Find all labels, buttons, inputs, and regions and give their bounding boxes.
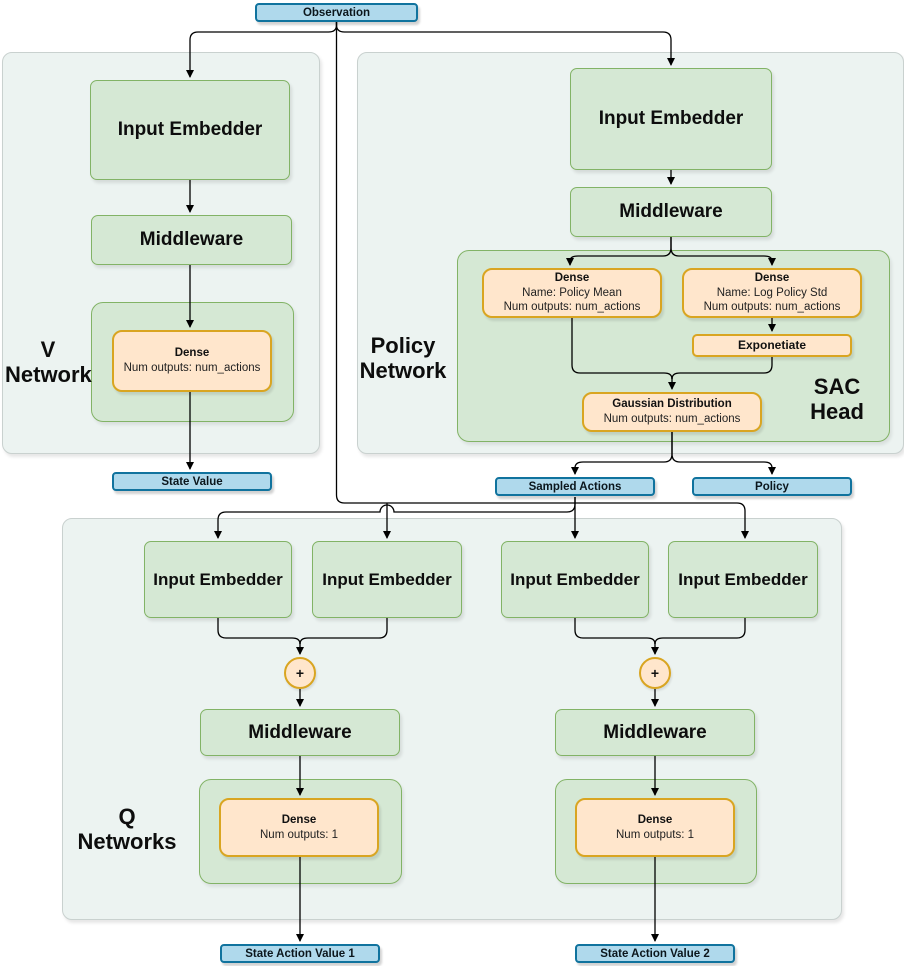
q1-input-embedder-b-node: Input Embedder [312,541,462,618]
policy-output-node: Policy [692,477,852,496]
q2-plus-icon: + [650,665,660,681]
gaussian-distribution-node: Gaussian Distribution Num outputs: num_a… [582,392,762,432]
q2-input-embedder-a-node: Input Embedder [501,541,649,618]
exponentiate-label: Exponetiate [737,337,806,352]
q1-input-embedder-b-label: Input Embedder [322,569,452,589]
q2-dense-node: Dense Num outputs: 1 [575,798,735,857]
v-dense-node: Dense Num outputs: num_actions [112,330,272,392]
q1-middleware-node: Middleware [200,709,400,756]
v-dense-detail: Num outputs: num_actions [123,362,261,374]
state-action-value-2-node: State Action Value 2 [575,944,735,963]
dense-policy-mean-name: Name: Policy Mean [522,286,622,299]
q2-middleware-label: Middleware [603,721,707,743]
q-networks-title: Q Networks [77,804,177,855]
q1-dense-node: Dense Num outputs: 1 [219,798,379,857]
state-action-value-2-label: State Action Value 2 [600,947,710,960]
state-value-label: State Value [161,475,223,488]
policy-output-label: Policy [755,480,789,493]
q1-middleware-label: Middleware [248,721,352,743]
dense-policy-mean-node: Dense Name: Policy Mean Num outputs: num… [482,268,662,318]
dense-log-policy-std-outputs: Num outputs: num_actions [703,301,841,314]
sac-head-title: SAC Head [810,374,864,425]
q2-input-embedder-b-label: Input Embedder [678,569,808,589]
dense-log-policy-std-name: Name: Log Policy Std [716,286,828,299]
v-network-title: V Network [5,337,92,388]
observation-label: Observation [302,6,371,19]
q1-dense-detail: Num outputs: 1 [260,828,338,841]
q2-dense-detail: Num outputs: 1 [616,828,694,841]
p-input-embedder-node: Input Embedder [570,68,772,170]
dense-log-policy-std-node: Dense Name: Log Policy Std Num outputs: … [682,268,862,318]
q2-dense-title: Dense [637,813,673,826]
dense-policy-mean-title: Dense [554,271,590,284]
state-action-value-1-label: State Action Value 1 [245,947,355,960]
q1-input-embedder-a-node: Input Embedder [144,541,292,618]
v-dense-title: Dense [174,347,210,360]
gaussian-detail: Num outputs: num_actions [603,413,741,425]
exponentiate-node: Exponetiate [692,334,852,357]
state-action-value-1-node: State Action Value 1 [220,944,380,963]
v-input-embedder-label: Input Embedder [117,119,263,140]
q2-middleware-node: Middleware [555,709,755,756]
v-middleware-label: Middleware [139,229,244,250]
q1-input-embedder-a-label: Input Embedder [153,569,283,589]
q1-dense-title: Dense [281,813,317,826]
observation-node: Observation [255,3,418,22]
p-middleware-node: Middleware [570,187,772,237]
q2-input-embedder-a-label: Input Embedder [510,569,640,589]
v-middleware-node: Middleware [91,215,292,265]
sampled-actions-node: Sampled Actions [495,477,655,496]
sampled-actions-label: Sampled Actions [528,480,622,493]
q2-sum-node: + [639,657,671,689]
p-input-embedder-label: Input Embedder [598,108,744,129]
q2-input-embedder-b-node: Input Embedder [668,541,818,618]
policy-network-title: Policy Network [359,333,447,384]
dense-policy-mean-outputs: Num outputs: num_actions [503,301,641,314]
v-input-embedder-node: Input Embedder [90,80,290,180]
q1-sum-node: + [284,657,316,689]
gaussian-title: Gaussian Distribution [612,398,732,411]
state-value-node: State Value [112,472,272,491]
dense-log-policy-std-title: Dense [754,271,790,284]
p-middleware-label: Middleware [619,201,723,222]
q1-plus-icon: + [295,665,305,681]
